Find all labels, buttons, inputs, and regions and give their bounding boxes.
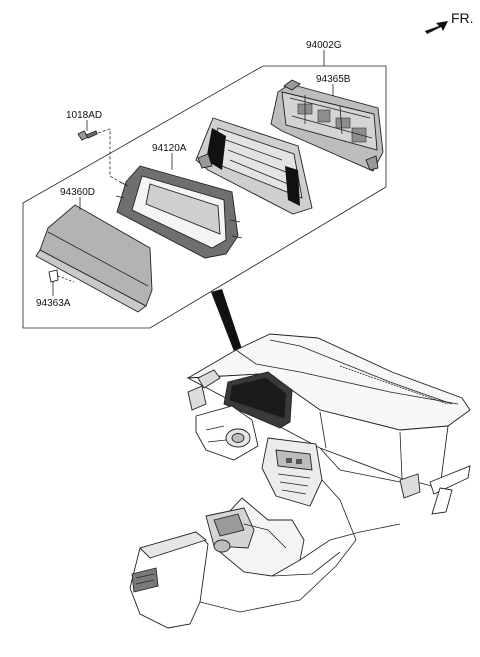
rear-case-part [270, 79, 384, 172]
part-number-94365B: 94365B [316, 74, 351, 85]
clip-part [48, 269, 75, 283]
bezel-part [115, 165, 243, 259]
dashboard-illustration [129, 333, 471, 629]
cover-glass-part [35, 204, 153, 313]
exploded-view-frame [22, 65, 387, 329]
part-number-94120A: 94120A [152, 143, 187, 154]
cluster-assembly-part [195, 117, 313, 215]
front-direction-indicator: FR. [425, 10, 474, 34]
screw-part [77, 128, 123, 184]
front-label: FR. [451, 10, 474, 26]
leader-lines [52, 50, 334, 296]
part-number-94360D: 94360D [60, 187, 95, 198]
part-number-94363A: 94363A [36, 298, 71, 309]
front-arrow-icon [425, 21, 448, 34]
part-number-94002G: 94002G [306, 40, 342, 51]
part-number-1018AD: 1018AD [66, 110, 102, 121]
